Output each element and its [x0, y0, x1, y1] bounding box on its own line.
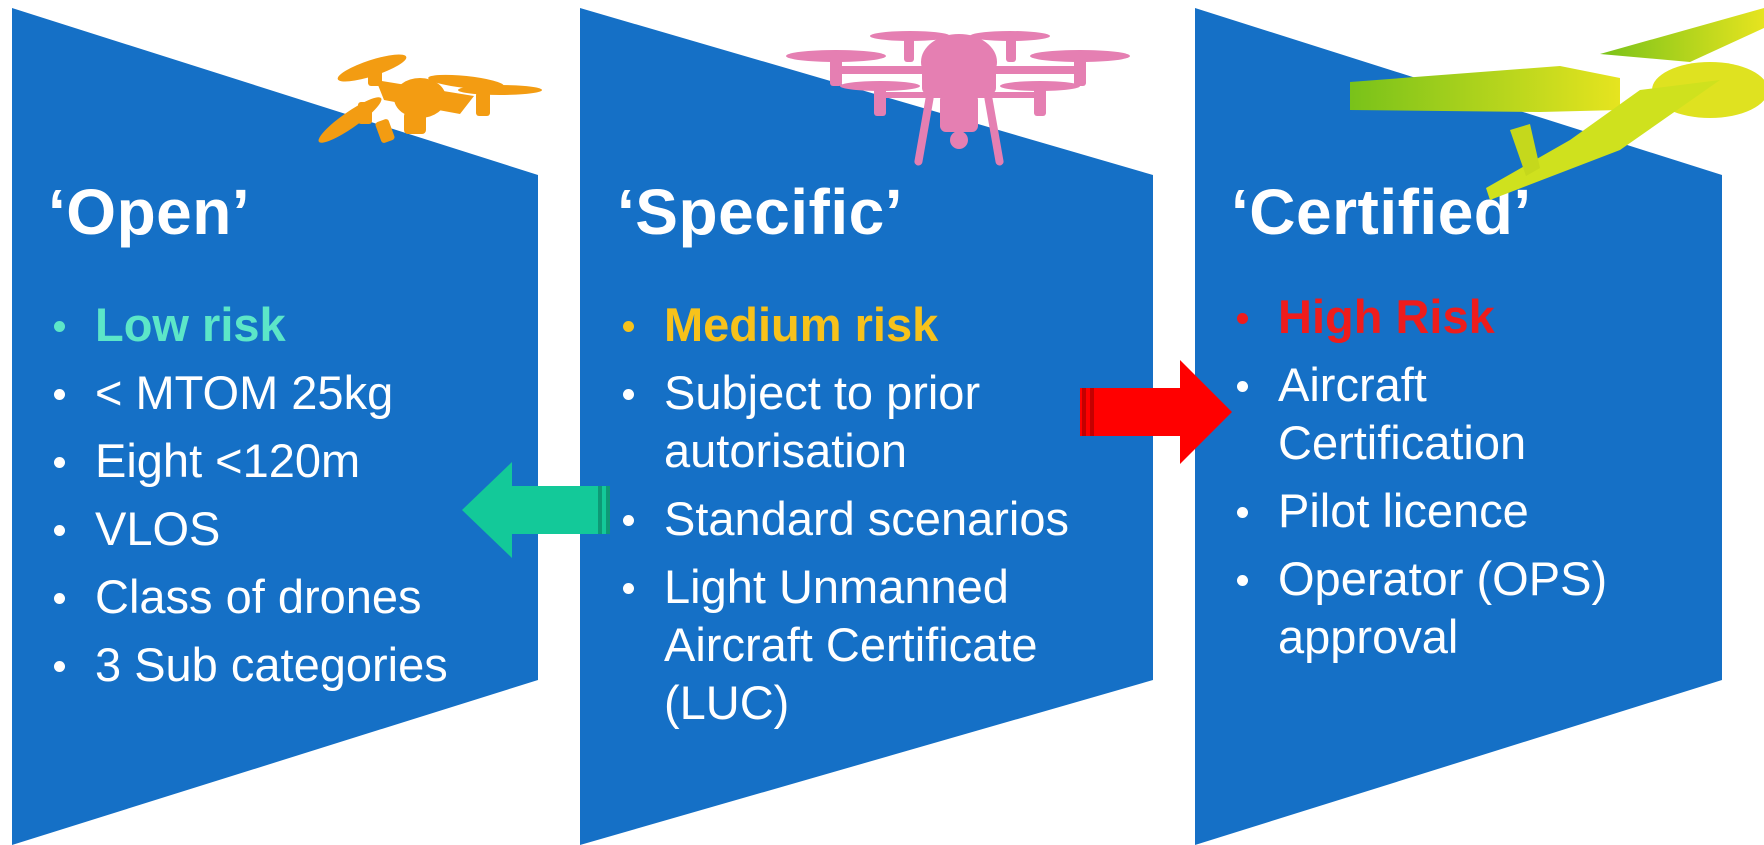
list-item: Subject to prior autorisation: [617, 364, 1014, 480]
panel-open-list: Low risk < MTOM 25kg Eight <120m VLOS Cl…: [48, 296, 448, 694]
list-item: Aircraft Certification: [1231, 356, 1558, 472]
list-item: Operator (OPS) approval: [1231, 550, 1638, 666]
red-right-arrow-icon: [1080, 360, 1232, 464]
quadcopter-drone-icon: [318, 54, 542, 143]
list-item: Class of drones: [48, 568, 448, 626]
panel-certified-shape: [1195, 8, 1722, 845]
green-left-arrow-icon: [462, 462, 610, 558]
list-item: 3 Sub categories: [48, 636, 448, 694]
panel-specific: ‘Specific’ Medium risk Subject to prior …: [617, 180, 1074, 732]
panel-specific-list: Medium risk Subject to prior autorisatio…: [617, 296, 1074, 732]
panel-certified: ‘Certified’ High Risk Aircraft Certifica…: [1231, 180, 1638, 666]
list-item: < MTOM 25kg: [48, 364, 448, 422]
risk-level-high: High Risk: [1231, 288, 1638, 346]
panel-open-shape: [12, 8, 538, 845]
list-item: Eight <120m: [48, 432, 448, 490]
panel-open-title: ‘Open’: [48, 176, 251, 248]
risk-level-low: Low risk: [48, 296, 448, 354]
panel-certified-list: High Risk Aircraft Certification Pilot l…: [1231, 288, 1638, 666]
risk-level-medium: Medium risk: [617, 296, 1074, 354]
panel-certified-title: ‘Certified’: [1231, 176, 1532, 248]
octocopter-drone-icon: [786, 31, 1130, 166]
panel-specific-shape: [580, 8, 1153, 845]
fixed-wing-drone-icon: [1350, 8, 1764, 200]
list-item: Pilot licence: [1231, 482, 1638, 540]
list-item: VLOS: [48, 500, 448, 558]
panel-open: ‘Open’ Low risk < MTOM 25kg Eight <120m …: [48, 180, 448, 694]
panel-specific-title: ‘Specific’: [617, 176, 903, 248]
list-item: Light Unmanned Aircraft Certificate (LUC…: [617, 558, 1074, 732]
list-item: Standard scenarios: [617, 490, 1074, 548]
